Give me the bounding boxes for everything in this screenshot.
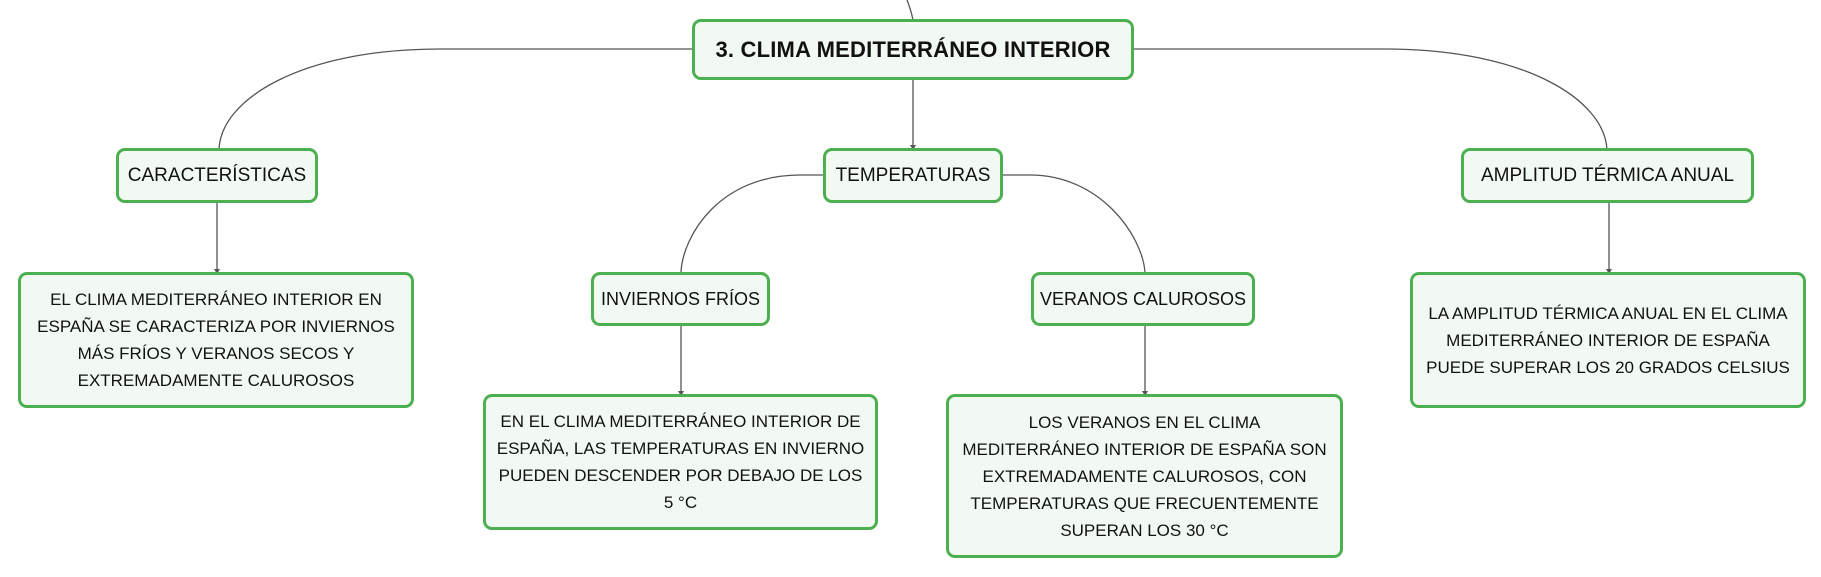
root-label: 3. CLIMA MEDITERRÁNEO INTERIOR: [715, 36, 1111, 62]
edge-parent-root: [906, 0, 914, 21]
edge-root-amplitud: [1134, 48, 1608, 151]
node-veranos-detail[interactable]: LOS VERANOS EN EL CLIMA MEDITERRÁNEO INT…: [946, 394, 1343, 558]
arrowhead: [678, 391, 684, 396]
arrowhead: [1142, 391, 1148, 396]
node-inviernos-detail[interactable]: EN EL CLIMA MEDITERRÁNEO INTERIOR DE ESP…: [483, 394, 878, 530]
node-caracteristicas-label: CARACTERÍSTICAS: [127, 164, 307, 186]
node-amplitud-detail[interactable]: LA AMPLITUD TÉRMICA ANUAL EN EL CLIMA ME…: [1410, 272, 1806, 408]
node-inviernos-frios-label: INVIERNOS FRÍOS: [600, 288, 761, 309]
node-amplitud-termica-label: AMPLITUD TÉRMICA ANUAL: [1480, 164, 1735, 186]
edge-root-caracteristicas: [218, 48, 692, 151]
node-veranos-calurosos[interactable]: VERANOS CALUROSOS: [1031, 272, 1255, 326]
veranos-detail-text: LOS VERANOS EN EL CLIMA MEDITERRÁNEO INT…: [962, 412, 1327, 540]
node-caracteristicas-detail[interactable]: EL CLIMA MEDITERRÁNEO INTERIOR EN ESPAÑA…: [18, 272, 414, 408]
inviernos-detail-text: EN EL CLIMA MEDITERRÁNEO INTERIOR DE ESP…: [496, 412, 865, 512]
node-amplitud-termica[interactable]: AMPLITUD TÉRMICA ANUAL: [1461, 148, 1754, 203]
arrowhead: [214, 269, 220, 274]
root-node[interactable]: 3. CLIMA MEDITERRÁNEO INTERIOR: [692, 19, 1134, 80]
amplitud-detail-text: LA AMPLITUD TÉRMICA ANUAL EN EL CLIMA ME…: [1426, 303, 1790, 377]
node-temperaturas-label: TEMPERATURAS: [835, 164, 991, 186]
edge-temperaturas-inviernos: [680, 174, 823, 273]
edge-temperaturas-veranos: [1003, 174, 1146, 273]
node-caracteristicas[interactable]: CARACTERÍSTICAS: [116, 148, 318, 203]
caracteristicas-detail-text: EL CLIMA MEDITERRÁNEO INTERIOR EN ESPAÑA…: [37, 290, 395, 390]
arrowhead: [1606, 269, 1612, 274]
node-temperaturas[interactable]: TEMPERATURAS: [823, 148, 1003, 203]
node-veranos-calurosos-label: VERANOS CALUROSOS: [1039, 288, 1247, 309]
node-inviernos-frios[interactable]: INVIERNOS FRÍOS: [591, 272, 770, 326]
arrowhead: [910, 145, 916, 150]
